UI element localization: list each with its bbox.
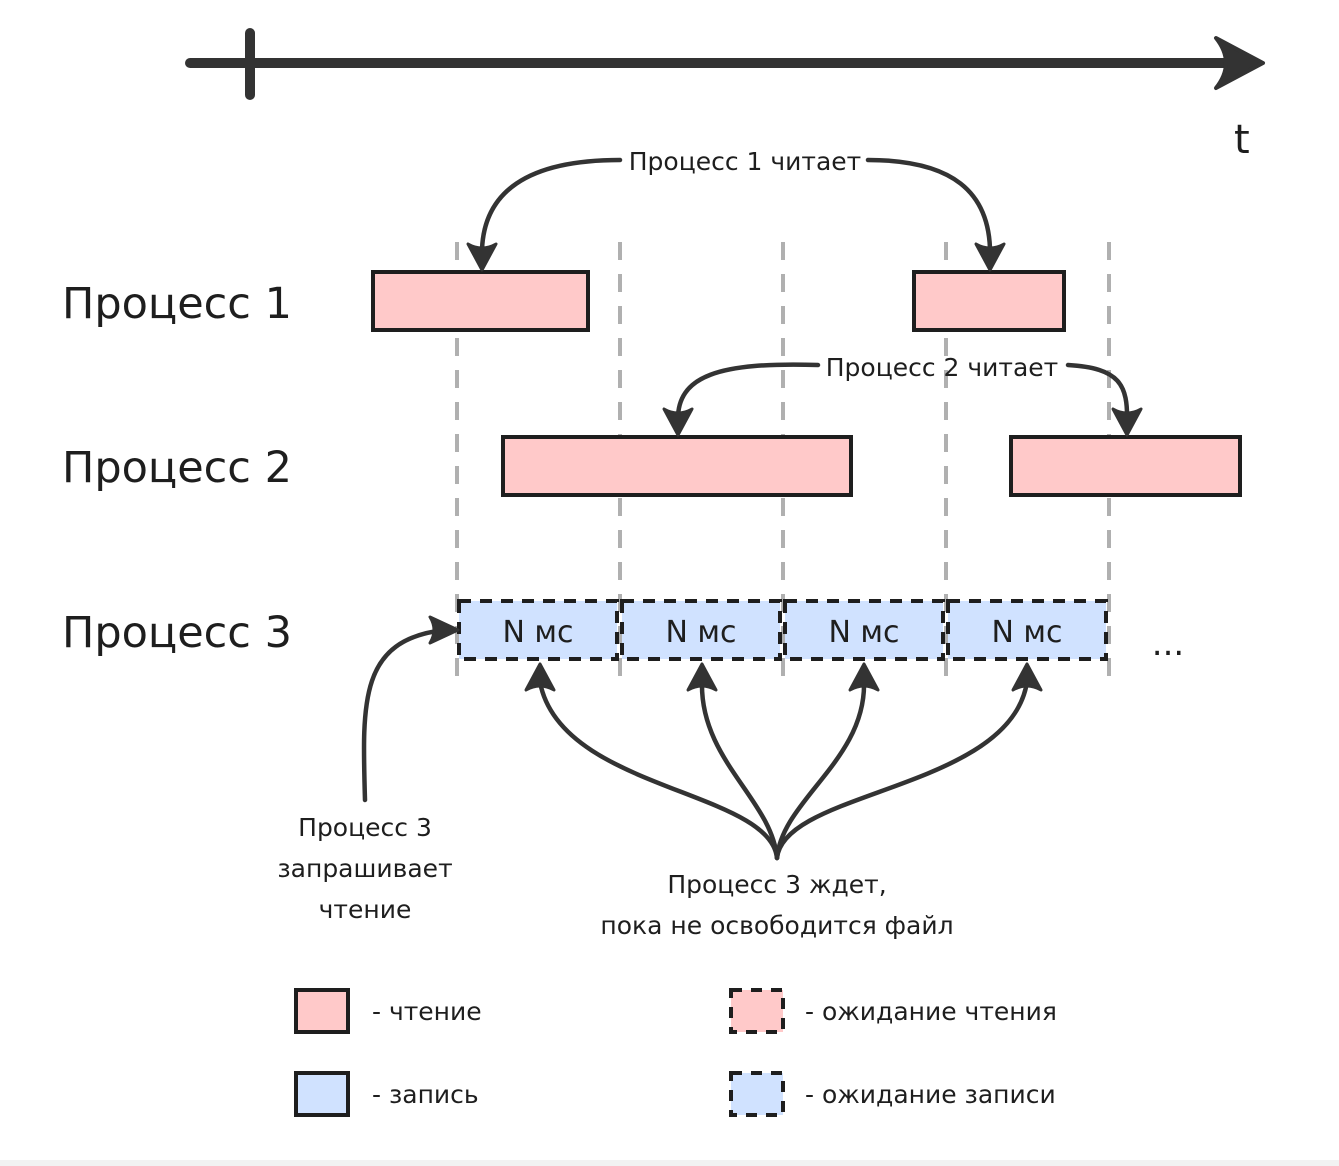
- arrowhead-icon: [524, 662, 556, 692]
- legend-label: - запись: [372, 1080, 479, 1109]
- wait-slot: N мс: [783, 599, 945, 661]
- time-axis: t: [185, 28, 1265, 163]
- process-1-read-bar: [912, 270, 1066, 332]
- process-1-read-arrows: [479, 157, 993, 261]
- legend-swatch-write: [294, 1071, 350, 1117]
- wait-slot-label: N мс: [991, 615, 1062, 650]
- legend-label: - ожидание чтения: [805, 997, 1057, 1026]
- process-3-wait-slots: N мс N мс N мс N мс ...: [457, 599, 1184, 664]
- note-line: Процесс 3 ждет,: [667, 870, 886, 899]
- wait-slot-label: N мс: [502, 615, 573, 650]
- process-2-read-bar: [1009, 435, 1242, 497]
- arrowhead-icon: [974, 242, 1006, 272]
- process-3-label: Процесс 3: [62, 608, 292, 658]
- process-3-wait-note: Процесс 3 ждет, пока не освободится файл: [600, 870, 953, 940]
- process-1-label: Процесс 1: [62, 279, 292, 329]
- wait-slot: N мс: [946, 599, 1108, 661]
- wait-slot-label: N мс: [665, 615, 736, 650]
- arrowhead-icon: [428, 615, 460, 645]
- legend: - чтение - запись - ожидание чтения - ож…: [294, 988, 1057, 1117]
- note-line: Процесс 3: [298, 813, 432, 842]
- legend-item-wait-write: - ожидание записи: [729, 1071, 1056, 1117]
- process-1-read-bar: [371, 270, 590, 332]
- legend-item-read: - чтение: [294, 988, 482, 1034]
- legend-swatch-read: [294, 988, 350, 1034]
- wait-slot: N мс: [620, 599, 782, 661]
- legend-swatch-wait-write: [729, 1071, 785, 1117]
- process-3-wait-arrows: [537, 679, 1030, 861]
- process-2-reads-note: Процесс 2 читает: [826, 353, 1059, 382]
- bottom-strip: [0, 1160, 1339, 1166]
- arrowhead-icon: [466, 242, 498, 272]
- process-2-label: Процесс 2: [62, 443, 292, 493]
- note-line: запрашивает: [277, 854, 452, 883]
- legend-swatch-wait-read: [729, 988, 785, 1034]
- legend-item-write: - запись: [294, 1071, 479, 1117]
- axis-label: t: [1234, 117, 1250, 163]
- legend-item-wait-read: - ожидание чтения: [729, 988, 1057, 1034]
- process-3-request-note: Процесс 3 запрашивает чтение: [277, 813, 452, 924]
- arrowhead-icon: [686, 662, 718, 692]
- note-line: пока не освободится файл: [600, 911, 953, 940]
- wait-slot: N мс: [457, 599, 619, 661]
- process-1-reads-note: Процесс 1 читает: [629, 147, 862, 176]
- process-2-read-bar: [501, 435, 853, 497]
- arrowhead-icon: [662, 407, 694, 437]
- note-line: чтение: [319, 895, 412, 924]
- arrowhead-icon: [1011, 662, 1043, 692]
- arrowhead-icon: [1111, 407, 1143, 437]
- process-3-request-arrow: [361, 627, 447, 803]
- legend-label: - ожидание записи: [805, 1080, 1056, 1109]
- process-2-read-arrows: [675, 362, 1130, 425]
- arrowhead-icon: [848, 662, 880, 692]
- wait-slot-label: N мс: [828, 615, 899, 650]
- axis-arrowhead-icon: [1214, 36, 1265, 90]
- continuation-ellipsis: ...: [1152, 624, 1184, 664]
- legend-label: - чтение: [372, 997, 482, 1026]
